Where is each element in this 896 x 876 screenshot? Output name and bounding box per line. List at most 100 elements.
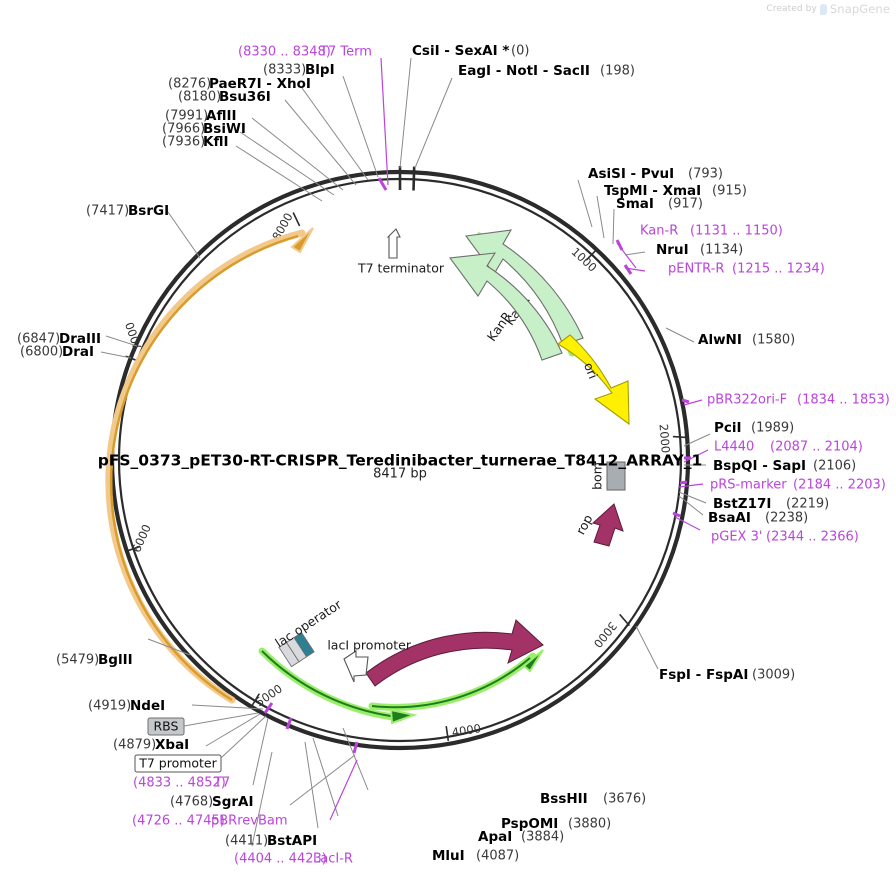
bsrgi-position: (7417) xyxy=(86,204,129,219)
label-csii-sexai[interactable]: CsiI - SexAI * (0) xyxy=(412,43,529,59)
label-tspmi-xmai[interactable]: TspMI - XmaI (915) xyxy=(604,183,747,199)
t7-terminator-label: T7 terminator xyxy=(357,261,445,276)
label-t7-primer[interactable]: (4833 .. 4852) T7 xyxy=(133,776,230,791)
leader-paer7i xyxy=(301,87,369,181)
label-smai[interactable]: SmaI (917) xyxy=(616,196,703,212)
leader-bsshii xyxy=(342,727,369,791)
tick-line xyxy=(125,545,141,553)
xbai-position: (4879) xyxy=(113,738,156,753)
leader-apai xyxy=(304,741,319,829)
bspqi-name: BspQI - SapI xyxy=(713,458,806,474)
lac-promoter-line-2 xyxy=(371,657,531,709)
label-drai[interactable]: (6800) DraI xyxy=(20,344,94,360)
label-bsrgi[interactable]: (7417) BsrGI xyxy=(86,203,169,219)
kanr-arrow-2 xyxy=(448,252,563,361)
tick-label: 3000 xyxy=(591,619,620,651)
bstapi-name: BstAPI xyxy=(267,833,317,849)
bsu36i-name: Bsu36I xyxy=(219,89,271,105)
label-kanr-primer[interactable]: Kan-R (1131 .. 1150) xyxy=(640,224,783,239)
nrui-position: (1134) xyxy=(700,243,743,258)
drai-position: (6800) xyxy=(20,345,63,360)
label-bstapi[interactable]: (4411) BstAPI xyxy=(225,833,317,849)
tick-line xyxy=(445,725,450,742)
tspmi-name: TspMI - XmaI xyxy=(604,183,701,199)
labels-right: AsiSI - PvuI (793) TspMI - XmaI (915) Sm… xyxy=(588,166,890,683)
t7-terminator-feature: T7 terminator xyxy=(357,228,445,276)
label-apai[interactable]: ApaI (3884) xyxy=(478,829,564,845)
label-sgrai[interactable]: (4768) SgrAI xyxy=(170,794,254,810)
primer-tick-prsmarker xyxy=(679,480,688,485)
label-asisi-pvui[interactable]: AsiSI - PvuI (793) xyxy=(588,166,723,182)
label-blpi[interactable]: (8333) BlpI xyxy=(263,62,335,78)
asisi-position: (793) xyxy=(688,167,723,182)
blpi-name: BlpI xyxy=(305,62,335,78)
apai-position: (3884) xyxy=(521,830,564,845)
tick-line xyxy=(619,613,631,627)
label-bglii[interactable]: (5479) BglII xyxy=(56,652,133,668)
label-xbai[interactable]: (4879) XbaI xyxy=(113,737,189,753)
label-aflii[interactable]: (7991) AflII xyxy=(165,108,237,124)
label-alwni[interactable]: AlwNI (1580) xyxy=(698,332,795,348)
primer-tick-kanr xyxy=(615,239,624,251)
rbs-label: RBS xyxy=(154,719,179,734)
leader-prsmarker xyxy=(678,483,704,488)
labels-top-center: CsiI - SexAI * (0) EagI - NotI - SacII (… xyxy=(412,43,635,79)
label-bspqi-sapi[interactable]: BspQI - SapI (2106) xyxy=(713,458,856,474)
leader-fspi xyxy=(635,625,659,670)
orange-arrow-head xyxy=(290,227,314,254)
label-t7-term[interactable]: (8330 .. 8348) T7 Term xyxy=(238,45,372,60)
leader-bsiwi xyxy=(239,131,335,196)
aflii-position: (7991) xyxy=(165,109,208,124)
label-bsiwi[interactable]: (7966) BsiWI xyxy=(162,121,246,137)
laci-promoter-feature: lacI promoter xyxy=(327,638,412,683)
label-mlui[interactable]: MluI (4087) xyxy=(432,848,519,864)
label-l4440[interactable]: L4440 (2087 .. 2104) xyxy=(714,440,863,455)
xbai-name: XbaI xyxy=(155,737,189,753)
label-pbr322ori-f[interactable]: pBR322ori-F (1834 .. 1853) xyxy=(707,393,890,408)
leader-eagi xyxy=(414,77,453,169)
rop-label: rop xyxy=(573,512,596,537)
tick-label: 6000 xyxy=(129,522,154,554)
kanr-arrow-1 xyxy=(465,229,584,346)
site-tick-eagi-noti-sacii xyxy=(412,166,416,191)
leader-bsu36i xyxy=(284,99,357,186)
axis-tick-5000: 5000 xyxy=(250,681,285,709)
tick-label: 2000 xyxy=(657,423,673,453)
lac-operator-stripe-3 xyxy=(293,631,315,658)
orange-feature-arrow xyxy=(105,227,314,704)
label-ndei[interactable]: (4919) NdeI xyxy=(88,698,165,714)
label-bsu36i[interactable]: (8180) Bsu36I xyxy=(178,89,271,105)
label-kfli[interactable]: (7936) KflI xyxy=(162,134,229,150)
label-eagi-noti-sacii[interactable]: EagI - NotI - SacII (198) xyxy=(458,63,635,79)
label-paer7i-xhoi[interactable]: (8276) PaeR7I - XhoI xyxy=(168,76,311,92)
bsiwi-position: (7966) xyxy=(162,122,205,137)
pbrrevbam-range: (4726 .. 4745) xyxy=(132,814,225,829)
label-bstz17i[interactable]: BstZ17I (2219) xyxy=(713,496,829,512)
label-pcii[interactable]: PciI (1989) xyxy=(714,420,794,436)
label-pgex-3[interactable]: pGEX 3' (2344 .. 2366) xyxy=(711,530,859,545)
label-draiii[interactable]: (6847) DraIII xyxy=(17,331,101,347)
leader-lines-top-left xyxy=(235,57,453,202)
mlui-position: (4087) xyxy=(476,849,519,864)
fspi-position: (3009) xyxy=(752,668,795,683)
label-bsaai[interactable]: BsaAI (2238) xyxy=(708,510,808,526)
aflii-name: AflII xyxy=(206,108,237,124)
primer-tick-lacir xyxy=(352,741,359,754)
lac-promoter-line-1 xyxy=(261,650,399,718)
kanr-primer-range: (1131 .. 1150) xyxy=(690,224,783,239)
ori-label: ori xyxy=(581,360,601,381)
leader-lines-bottom xyxy=(147,638,369,847)
label-prs-marker[interactable]: pRS-marker (2184 .. 2203) xyxy=(710,478,886,493)
label-pspomi[interactable]: PspOMI (3880) xyxy=(501,816,611,832)
t7-promoter-feature: T7 promoter xyxy=(134,715,267,773)
label-bsshii[interactable]: BssHII (3676) xyxy=(540,791,646,807)
label-fspi-fspai[interactable]: FspI - FspAI (3009) xyxy=(659,667,795,683)
t7-term-name: T7 Term xyxy=(319,45,372,60)
bsiwi-name: BsiWI xyxy=(203,121,246,137)
label-pentr-r[interactable]: pENTR-R (1215 .. 1234) xyxy=(668,262,825,277)
label-pbrrevbam[interactable]: (4726 .. 4745) pBRrevBam xyxy=(132,814,288,829)
label-nrui[interactable]: NruI (1134) xyxy=(656,242,743,258)
label-lacir[interactable]: (4404 .. 4423) LacI-R xyxy=(234,852,353,867)
